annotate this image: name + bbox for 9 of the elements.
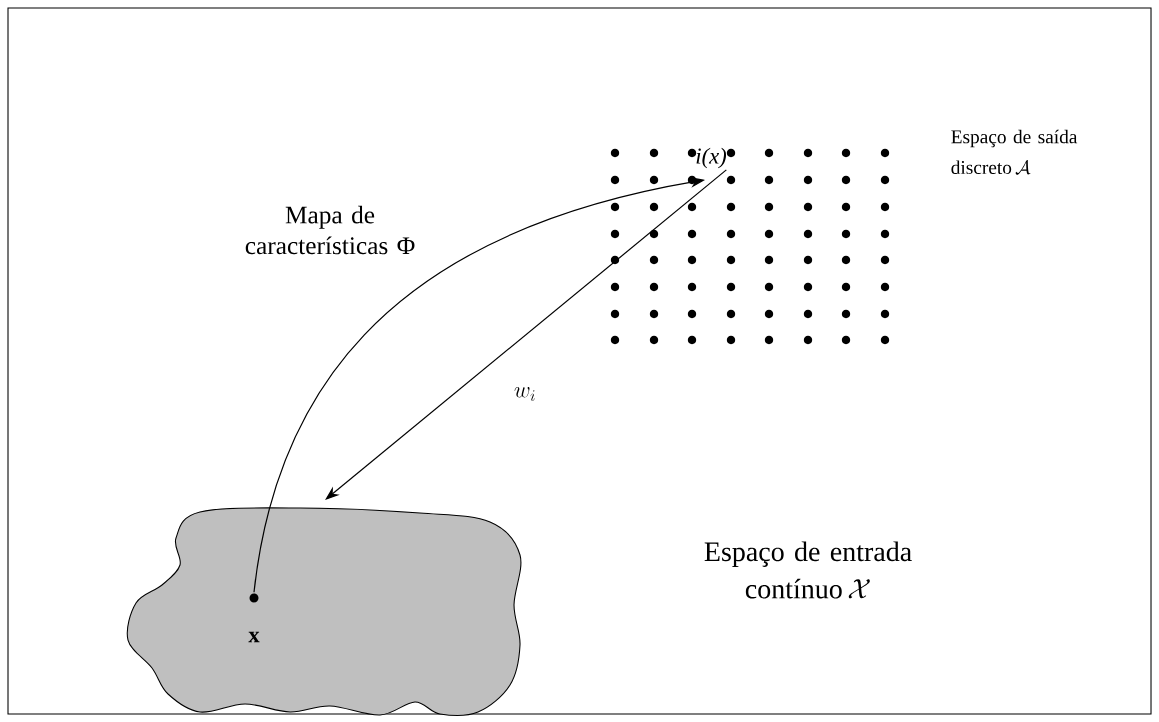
input-region	[126, 507, 522, 716]
edge-label: $w_i$	[512, 386, 538, 403]
map-label: Mapa de características Φ	[245, 205, 415, 255]
neuron-label: i(x)	[696, 147, 727, 169]
output-space-label: Espaço de saída discreto $\mathcal{A}$	[951, 129, 1078, 175]
input-space-label: Espaço de entrada contínuo $\mathcal{X}$	[704, 541, 912, 599]
input-point: x	[248, 593, 260, 643]
node-label: x	[248, 631, 260, 643]
arrow	[325, 169, 727, 500]
